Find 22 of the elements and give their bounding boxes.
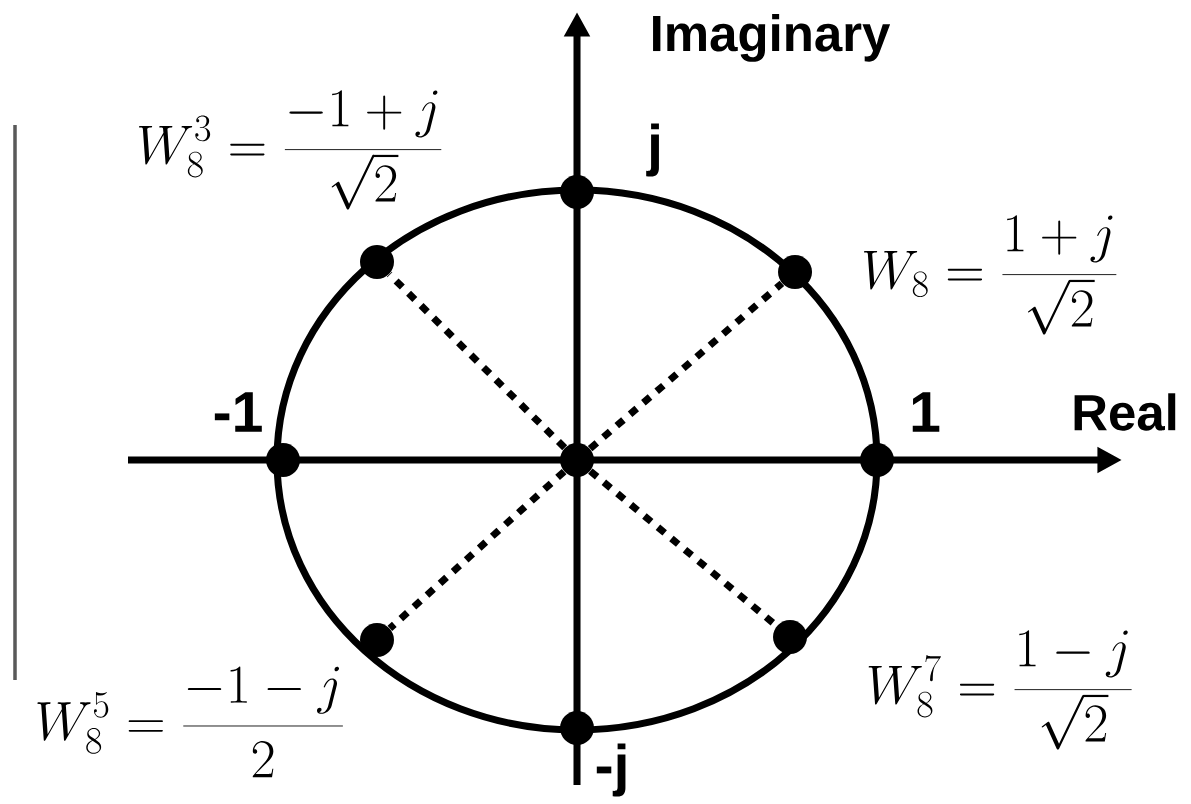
axis-label: Imaginary <box>653 14 891 62</box>
dotted-line <box>587 280 785 452</box>
dotted-line <box>386 271 568 451</box>
point-dot <box>778 255 812 289</box>
point-label: -1 <box>214 392 262 432</box>
point-label: 1 <box>912 392 940 432</box>
formula-label: $W_8^3 = \frac{-1 + j}{\sqrt{2}}$ <box>138 90 442 210</box>
point-dot <box>560 443 594 477</box>
dotted-line <box>387 469 567 631</box>
formula-label: $W_8 = \frac{1 + j}{\sqrt{2}}$ <box>863 215 1117 335</box>
point-dot <box>860 443 894 477</box>
point-dot <box>360 623 394 657</box>
point-dot <box>360 245 394 279</box>
point-dot <box>560 175 594 209</box>
formula-label: $W_8^7 = \frac{1 - j}{\sqrt{2}}$ <box>868 630 1132 750</box>
point-dot <box>773 620 807 654</box>
point-dot <box>560 711 594 745</box>
point-label: -j <box>596 743 626 797</box>
point-dot <box>266 443 300 477</box>
formula-label: $W_8^5 = \frac{-1 - j}{2}$ <box>37 666 343 778</box>
point-label: j <box>646 123 659 177</box>
axis-label: Real <box>1074 393 1176 431</box>
